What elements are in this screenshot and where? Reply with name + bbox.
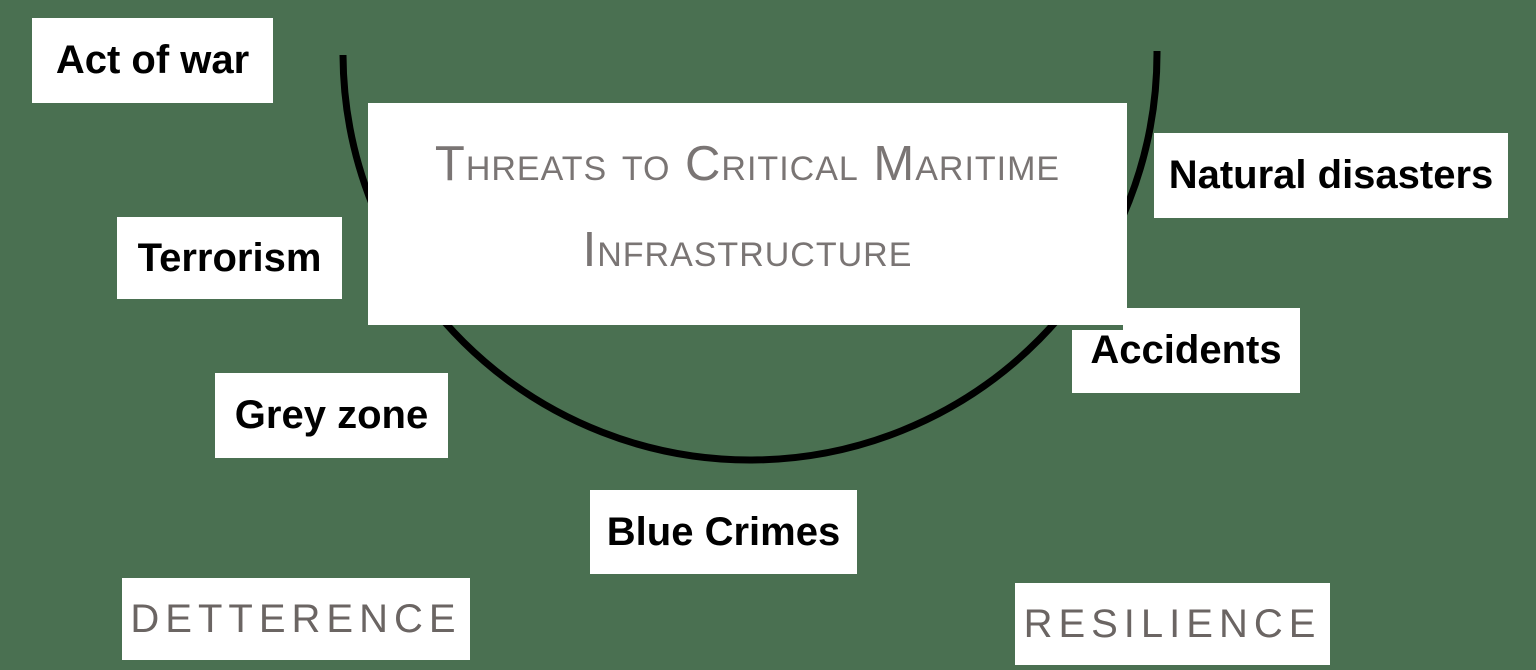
- label-detterence: DETTERENCE: [122, 578, 470, 660]
- title-line-2: Infrastructure: [582, 223, 913, 277]
- label-resilience: RESILIENCE: [1015, 583, 1330, 665]
- label-grey-zone: Grey zone: [215, 373, 448, 458]
- label-blue-crimes-text: Blue Crimes: [606, 509, 841, 554]
- label-act-of-war: Act of war: [32, 18, 273, 103]
- label-resilience-text: RESILIENCE: [1023, 601, 1322, 646]
- label-grey-zone-text: Grey zone: [234, 393, 429, 437]
- label-accidents-text: Accidents: [1090, 328, 1282, 372]
- label-terrorism-text: Terrorism: [137, 235, 322, 280]
- title-line-1: Threats to Critical Maritime: [434, 137, 1061, 191]
- label-natural-disasters-text: Natural disasters: [1168, 153, 1494, 197]
- label-accidents: Accidents: [1072, 308, 1300, 393]
- label-detterence-text: DETTERENCE: [130, 596, 462, 641]
- label-natural-disasters: Natural disasters: [1154, 133, 1508, 218]
- accidents-box-lower-rect: [1072, 330, 1192, 393]
- label-blue-crimes: Blue Crimes: [590, 490, 857, 574]
- label-act-of-war-text: Act of war: [55, 38, 250, 82]
- label-terrorism: Terrorism: [117, 217, 342, 299]
- title-box: Threats to Critical Maritime Infrastruct…: [368, 103, 1127, 325]
